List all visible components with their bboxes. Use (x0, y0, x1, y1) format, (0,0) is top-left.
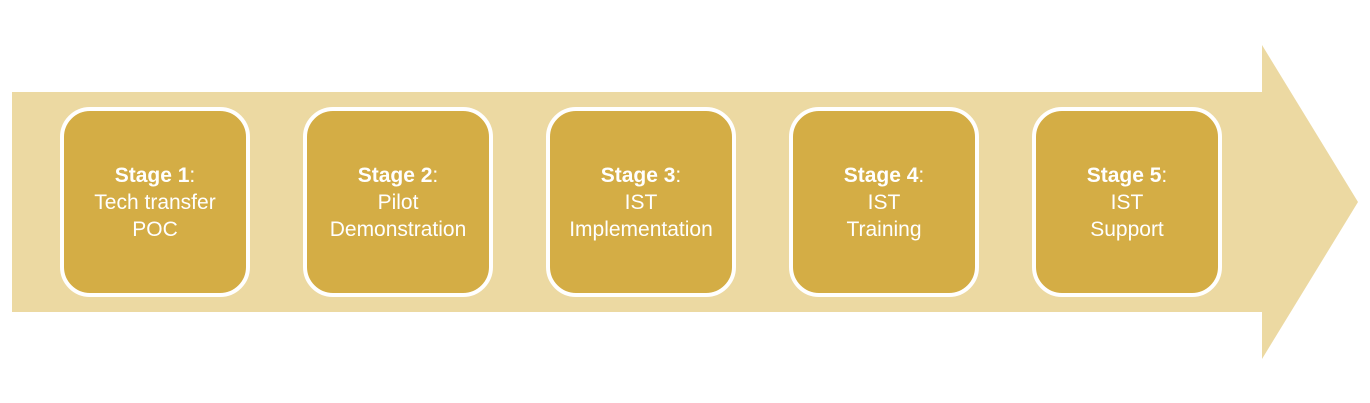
process-arrow-head-icon (1262, 45, 1358, 359)
stage-2-title: Stage 2 (357, 163, 433, 187)
stage-1-line-2: POC (132, 217, 178, 241)
stage-box-4: Stage 4: IST Training (789, 107, 979, 297)
stage-4-title: Stage 4 (843, 163, 919, 187)
stage-box-2: Stage 2: Pilot Demonstration (303, 107, 493, 297)
stage-4-heading: Stage 4: (843, 163, 925, 187)
stage-3-heading: Stage 3: (600, 163, 682, 187)
stage-5-title: Stage 5 (1086, 163, 1162, 187)
stage-5-line-1: IST (1110, 190, 1144, 214)
stage-1-title: Stage 1 (114, 163, 190, 187)
stage-4-line-1: IST (867, 190, 901, 214)
stage-1-heading: Stage 1: (114, 163, 196, 187)
stage-3-title: Stage 3 (600, 163, 676, 187)
stage-3-line-1: IST (624, 190, 658, 214)
stage-4-line-2: Training (846, 217, 922, 241)
stage-2-heading: Stage 2: (357, 163, 439, 187)
stage-2-line-2: Demonstration (329, 217, 467, 241)
stage-3-line-2: Implementation (569, 217, 713, 241)
stage-box-3: Stage 3: IST Implementation (546, 107, 736, 297)
stage-1-line-1: Tech transfer (94, 190, 216, 214)
stage-2-line-1: Pilot (377, 190, 419, 214)
stage-box-5: Stage 5: IST Support (1032, 107, 1222, 297)
stage-5-line-2: Support (1090, 217, 1164, 241)
stage-box-1: Stage 1: Tech transfer POC (60, 107, 250, 297)
stage-5-heading: Stage 5: (1086, 163, 1168, 187)
